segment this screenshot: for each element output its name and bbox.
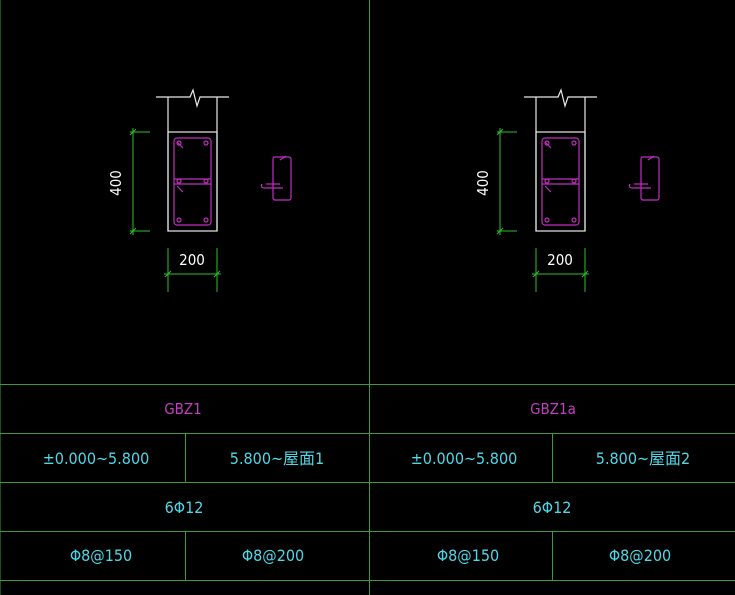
rebar-dots: [544, 140, 577, 223]
stirrup: [541, 137, 580, 226]
elevation-range-1: ±0.000~5.800: [411, 449, 518, 468]
height-dimension: [129, 128, 150, 235]
column-outline: [535, 131, 586, 232]
break-line: [524, 88, 597, 109]
longitudinal-bars: 6Φ12: [533, 498, 572, 517]
section-drawing-gbz1: [129, 88, 292, 292]
elevation-range-2: 5.800~屋面1: [230, 449, 324, 468]
width-dimension: [164, 248, 221, 292]
tie-detail: [260, 155, 292, 201]
stirrup-spec-1: Φ8@150: [70, 546, 132, 565]
width-dim-label: 200: [547, 251, 573, 269]
stirrup-spec-2: Φ8@200: [609, 546, 671, 565]
rebar-dots: [176, 140, 209, 223]
section-drawing-gbz1a: [496, 88, 660, 292]
width-dim-label: 200: [179, 251, 205, 269]
tie-detail: [628, 155, 660, 201]
column-name: GBZ1a: [530, 400, 576, 418]
break-line: [156, 88, 229, 109]
width-dimension: [532, 248, 589, 292]
stirrup-spec-2: Φ8@200: [242, 546, 304, 565]
elevation-range-1: ±0.000~5.800: [43, 449, 150, 468]
longitudinal-bars: 6Φ12: [165, 498, 204, 517]
elevation-range-2: 5.800~屋面2: [596, 449, 690, 468]
column-name: GBZ1: [164, 400, 202, 418]
stirrup-spec-1: Φ8@150: [437, 546, 499, 565]
height-dim-label: 400: [107, 170, 125, 196]
column-outline: [167, 131, 218, 232]
height-dim-label: 400: [474, 170, 492, 196]
height-dimension: [496, 128, 517, 235]
stirrup: [173, 137, 212, 226]
